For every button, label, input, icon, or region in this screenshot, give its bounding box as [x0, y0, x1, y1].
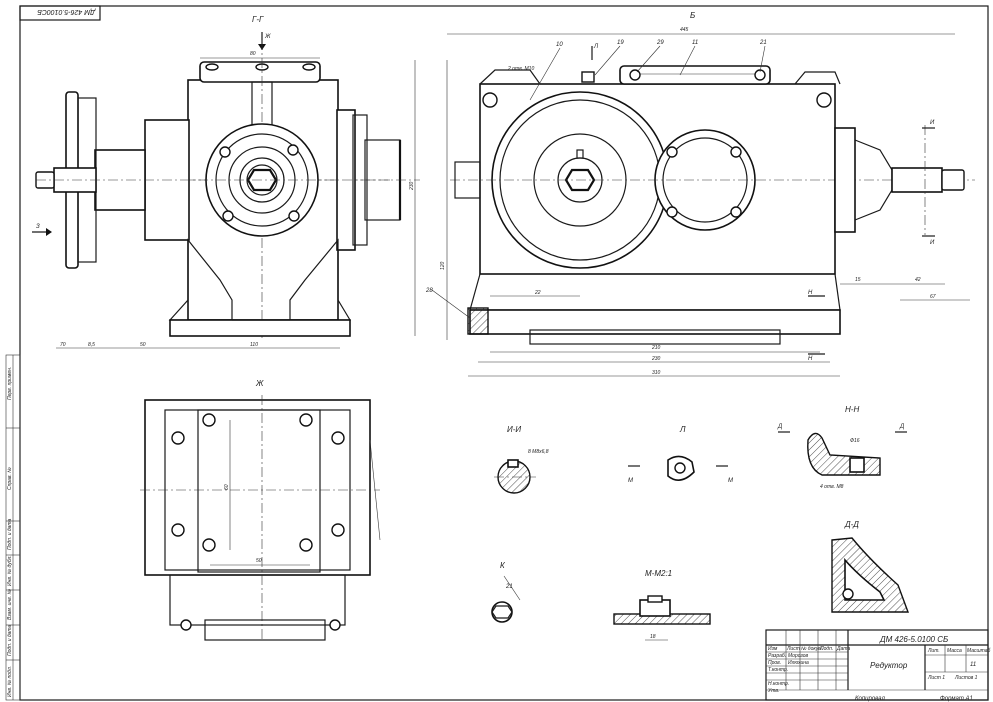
svg-text:№ докум.: № докум. [801, 646, 823, 652]
svg-text:М: М [728, 478, 733, 484]
svg-text:З: З [36, 224, 40, 230]
base-side [169, 319, 351, 337]
svg-text:50: 50 [256, 558, 262, 564]
sheet-frame [19, 5, 989, 701]
doc-title: Редуктор [870, 661, 908, 670]
section-ii: И-И 8 М8х6,8 [494, 425, 549, 494]
side-label: Справ. № [7, 467, 13, 490]
svg-text:18: 18 [650, 634, 656, 640]
svg-text:Морозов: Морозов [788, 653, 809, 659]
svg-text:И: И [930, 120, 935, 126]
svg-text:Масштаб: Масштаб [967, 648, 991, 654]
svg-text:Д: Д [899, 424, 905, 430]
svg-text:Д: Д [777, 424, 783, 430]
svg-text:Дата: Дата [836, 646, 850, 652]
svg-text:Копировал: Копировал [855, 696, 885, 702]
svg-text:Листов 1: Листов 1 [954, 675, 978, 681]
svg-text:60: 60 [224, 484, 230, 490]
svg-text:Масса: Масса [947, 648, 962, 654]
side-label: Инв. № подл. [7, 666, 13, 697]
svg-text:Илюхина: Илюхина [788, 660, 809, 666]
view-label: Ж [255, 379, 264, 388]
svg-text:Пров.: Пров. [768, 660, 781, 666]
corner-stamp-text: ДМ 426-5.0100СБ [37, 8, 96, 15]
svg-text:230: 230 [651, 356, 661, 362]
side-label: Подп. и дата [7, 624, 13, 656]
view-label: К [500, 561, 506, 570]
svg-text:8 М8х6,8: 8 М8х6,8 [528, 449, 549, 455]
view-label: Д-Д [844, 520, 859, 529]
svg-text:Ж: Ж [264, 34, 271, 40]
svg-text:Т.контр.: Т.контр. [768, 667, 788, 673]
svg-text:Л: Л [593, 44, 599, 50]
svg-text:Формат А1: Формат А1 [940, 696, 973, 702]
view-l: Л М М [628, 425, 733, 484]
svg-text:11: 11 [970, 662, 976, 668]
svg-text:4 отв. М8: 4 отв. М8 [820, 484, 844, 490]
svg-text:11: 11 [692, 40, 698, 46]
doc-number: ДМ 426-5.0100 СБ [879, 635, 948, 644]
svg-text:Лит.: Лит. [927, 648, 940, 654]
svg-text:110: 110 [250, 342, 258, 348]
view-label: Л [679, 425, 686, 434]
svg-text:210: 210 [651, 345, 661, 351]
svg-text:Н: Н [808, 290, 813, 296]
svg-text:67: 67 [930, 294, 936, 300]
housing-bottom [144, 399, 371, 576]
view-label: Б [690, 11, 695, 20]
view-label: И-И [507, 425, 521, 434]
svg-text:10: 10 [556, 42, 563, 48]
svg-text:Лист 1: Лист 1 [927, 675, 945, 681]
svg-text:29: 29 [656, 40, 664, 46]
svg-text:2 отв. М10: 2 отв. М10 [507, 66, 534, 72]
svg-text:Н: Н [808, 356, 813, 362]
svg-text:Лист: Лист [786, 646, 800, 652]
view-zh: Ж 60 50 [140, 379, 381, 641]
svg-text:Подп.: Подп. [820, 646, 833, 652]
view-b: Б 445 [425, 11, 975, 377]
svg-text:230: 230 [409, 181, 415, 191]
side-label: Перв. примен. [7, 367, 13, 400]
svg-text:22: 22 [534, 290, 541, 296]
svg-text:М: М [628, 478, 633, 484]
view-label: Н-Н [845, 405, 859, 414]
title-block: ДМ 426-5.0100 СБ Редуктор Лит. Масса Мас… [765, 629, 991, 702]
svg-text:8,5: 8,5 [88, 342, 95, 348]
section-nn: Н-Н Д Д Ф16 4 отв. М8 [777, 405, 907, 490]
view-label: Г-Г [252, 15, 264, 24]
svg-text:21: 21 [759, 40, 767, 46]
view-gg: Г-Г Ж [32, 15, 420, 349]
svg-text:310: 310 [652, 370, 661, 376]
svg-text:Н.контр.: Н.контр. [768, 681, 789, 687]
svg-text:19: 19 [617, 40, 624, 46]
svg-text:И: И [930, 240, 935, 246]
side-label: Инв. № дубл. [7, 555, 13, 586]
svg-text:445: 445 [680, 27, 689, 33]
svg-text:Ф16: Ф16 [850, 438, 860, 444]
svg-text:42: 42 [915, 277, 921, 283]
svg-text:Разраб.: Разраб. [768, 653, 786, 659]
svg-text:Изм: Изм [768, 646, 778, 652]
svg-text:70: 70 [60, 342, 66, 348]
svg-text:21: 21 [505, 584, 513, 590]
section-dd: Д-Д [831, 520, 910, 613]
svg-text:15: 15 [855, 277, 861, 283]
corner-stamp [19, 5, 101, 21]
svg-text:120: 120 [440, 261, 446, 270]
side-label: Подп. и дата [7, 518, 13, 550]
svg-text:28: 28 [425, 288, 433, 294]
view-k: К 21 [491, 561, 521, 623]
section-mm: М-М2:1 18 [613, 569, 711, 641]
svg-text:50: 50 [140, 342, 146, 348]
inspection-cover [619, 65, 771, 85]
side-label: Взам. инв. № [7, 588, 13, 620]
view-label: М-М2:1 [645, 569, 672, 578]
svg-text:Утв.: Утв. [768, 688, 779, 694]
svg-text:80: 80 [250, 51, 256, 57]
